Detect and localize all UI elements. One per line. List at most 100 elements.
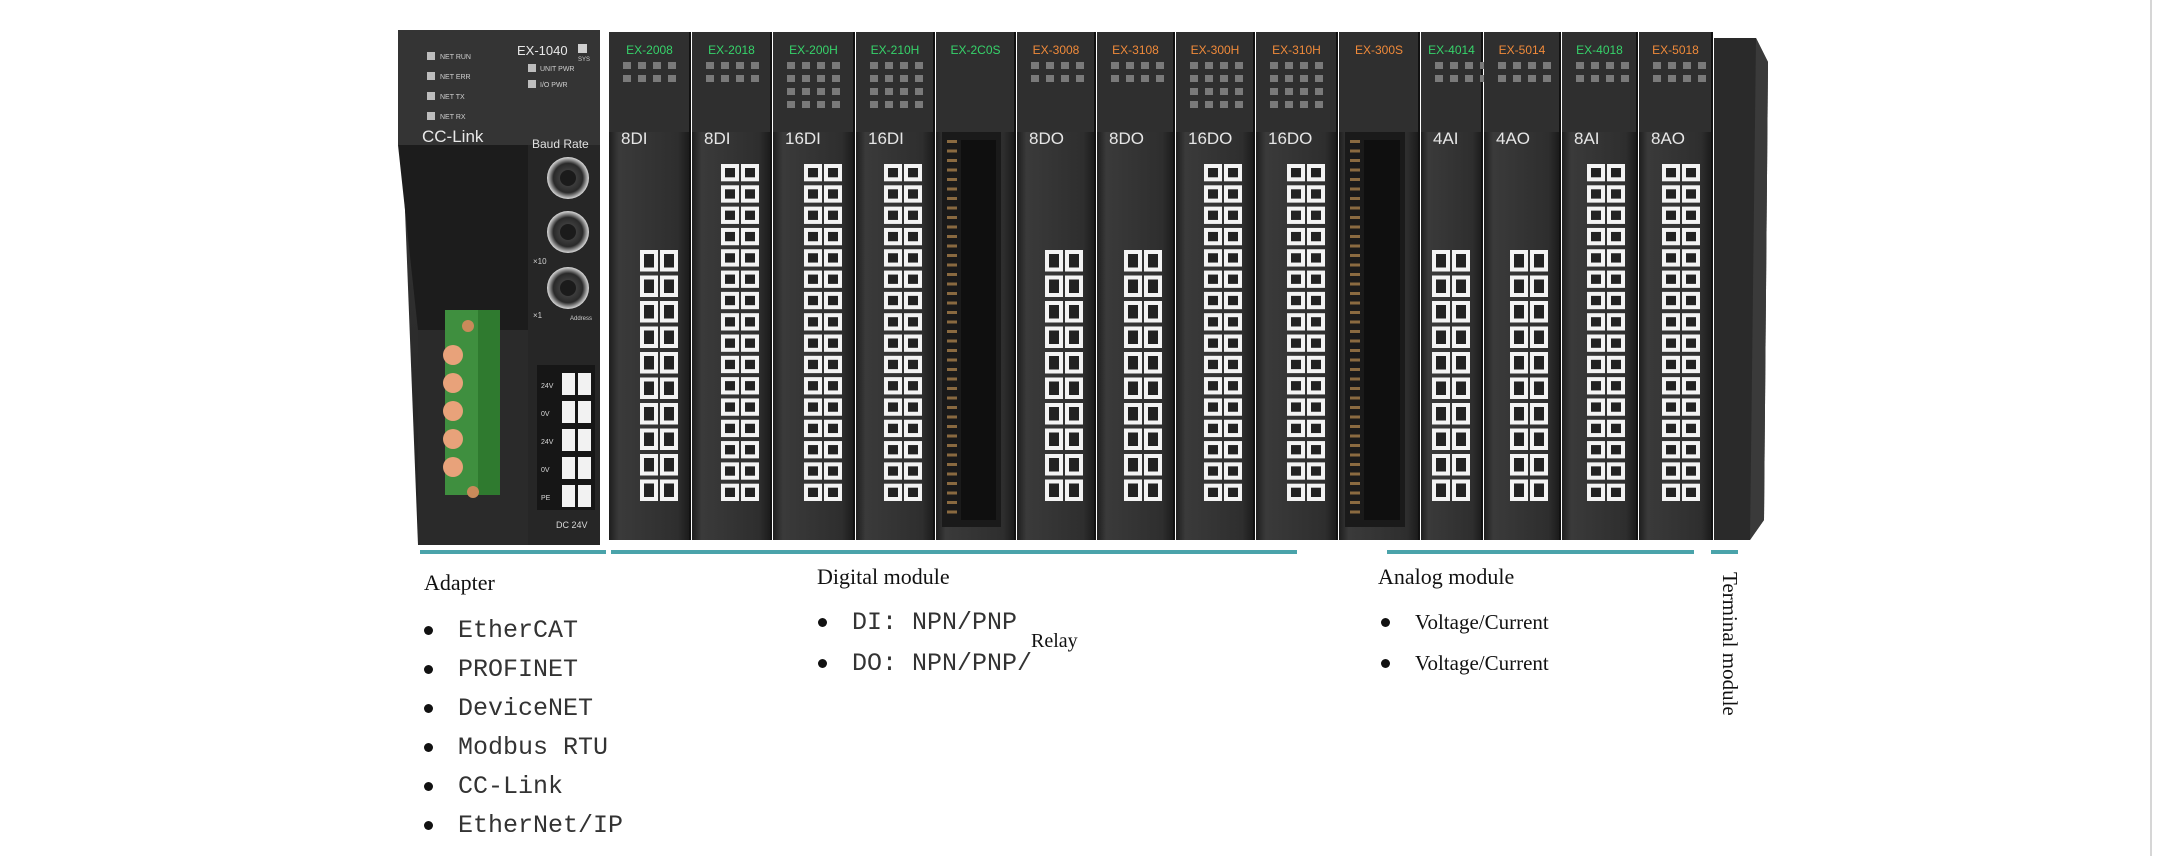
channel-led — [721, 75, 729, 82]
channel-led — [1513, 75, 1521, 82]
terminal-hole — [908, 210, 918, 220]
module-type-label: 16DO — [1188, 129, 1232, 148]
fieldbus-connector[interactable] — [443, 310, 500, 498]
connector-pin — [947, 254, 957, 257]
terminal-hole — [1128, 279, 1138, 293]
terminal-hole — [745, 231, 755, 242]
analog-type-list: Voltage/Current Voltage/Current — [1377, 602, 1549, 684]
terminal-hole — [1666, 210, 1676, 220]
terminal-hole — [644, 407, 654, 421]
channel-led — [1270, 75, 1278, 82]
terminal-hole — [745, 210, 755, 220]
terminal-hole — [1291, 231, 1301, 242]
module-type-label: 8DI — [621, 129, 647, 148]
connector-pin — [947, 311, 957, 314]
terminal-hole — [1208, 466, 1218, 476]
channel-led — [751, 62, 759, 69]
channel-led — [1300, 101, 1308, 108]
terminal-hole — [908, 168, 918, 178]
connector-pin — [947, 159, 957, 162]
terminal-hole — [808, 381, 818, 391]
connector-pin — [947, 273, 957, 276]
terminal-hole — [1534, 279, 1544, 293]
terminal-hole — [1291, 168, 1301, 178]
terminal-hole — [1228, 253, 1238, 263]
terminal-hole — [1208, 445, 1218, 455]
terminal-hole — [908, 381, 918, 391]
channel-led — [900, 88, 908, 95]
terminal-hole — [1208, 487, 1218, 497]
connector-pin — [947, 444, 957, 447]
connector-pin — [1350, 472, 1360, 476]
channel-led — [1126, 62, 1134, 69]
module-type-label: 16DI — [785, 129, 821, 148]
io-module-ex-2c0s: EX-2C0SDI — [936, 32, 1016, 540]
terminal-hole — [1666, 231, 1676, 242]
terminal-hole — [745, 168, 755, 178]
led-label-net-tx: NET TX — [440, 94, 465, 101]
channel-led — [736, 75, 744, 82]
channel-led — [721, 62, 729, 69]
connector-pin — [1350, 415, 1360, 419]
terminal-hole — [745, 445, 755, 455]
terminal-hole — [808, 253, 818, 263]
terminal-hole — [1311, 359, 1321, 370]
terminal-hole — [1049, 432, 1059, 446]
connector-slot — [961, 140, 996, 520]
module-header-panel — [1256, 32, 1337, 132]
connector-pin — [947, 292, 957, 295]
terminal-hole — [1228, 295, 1238, 306]
power-terminal-block[interactable]: 24V 0V 24V 0V PE DC 24V — [537, 365, 595, 530]
module-type-label: 16DO — [1268, 129, 1312, 148]
terminal-hole — [664, 381, 674, 395]
terminal-hole — [888, 231, 898, 242]
channel-led — [1205, 101, 1213, 108]
connector-pin — [1350, 377, 1360, 381]
terminal-hole — [888, 466, 898, 476]
channel-led — [1126, 75, 1134, 82]
channel-led — [817, 88, 825, 95]
power-pin-label: PE — [541, 495, 551, 502]
terminal-hole — [1208, 338, 1218, 348]
terminal-hole — [1591, 423, 1601, 434]
terminal-hole — [1128, 458, 1138, 472]
terminal-hole — [725, 189, 735, 199]
terminal-hole — [828, 402, 838, 412]
connector-pin — [947, 244, 957, 248]
terminal-hole — [1611, 445, 1621, 455]
terminal-hole — [808, 168, 818, 178]
list-item: DO: NPN/PNP/ — [814, 643, 1032, 684]
rotary-switch-group[interactable]: ×10 ×1 Address — [533, 157, 592, 322]
terminal-hole — [1208, 253, 1218, 263]
adapter-group-title: Adapter — [424, 570, 495, 595]
io-module-group: EX-20088DIEX-20188DIEX-200H16DIEX-210H16… — [609, 32, 1713, 540]
terminal-hole — [745, 402, 755, 412]
terminal-hole — [1456, 356, 1466, 370]
terminal-hole — [1069, 381, 1079, 395]
terminal-hole — [1666, 359, 1676, 370]
terminal-hole — [1049, 407, 1059, 421]
channel-led — [1576, 62, 1584, 69]
terminal-hole — [1228, 317, 1238, 327]
terminal-hole — [888, 381, 898, 391]
terminal-hole — [1148, 279, 1158, 293]
terminal-hole — [888, 338, 898, 348]
terminal-hole — [1049, 483, 1059, 497]
list-item: CC-Link — [420, 767, 623, 806]
terminal-hole — [1436, 483, 1446, 497]
terminal-hole — [888, 295, 898, 306]
terminal-hole — [908, 359, 918, 370]
connector-pin — [947, 406, 957, 409]
terminal-hole — [1291, 381, 1301, 391]
terminal-hole — [808, 466, 818, 476]
led-label-net-run: NET RUN — [440, 54, 471, 61]
terminal-hole — [808, 487, 818, 497]
channel-led — [870, 88, 878, 95]
terminal-hole — [888, 189, 898, 199]
terminal-hole — [1591, 253, 1601, 263]
connector-pin — [1350, 263, 1360, 267]
terminal-hole — [1208, 381, 1218, 391]
terminal-hole — [745, 189, 755, 199]
channel-led — [817, 75, 825, 82]
connector-pin — [947, 263, 957, 267]
